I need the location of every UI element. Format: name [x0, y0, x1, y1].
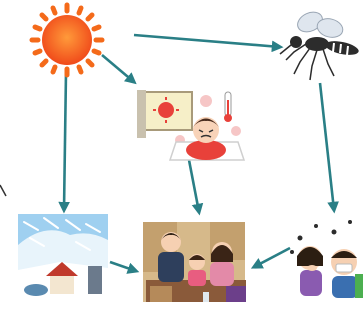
arrow-heatstroke-to-evacuation	[187, 159, 204, 216]
edge-mark	[0, 184, 7, 197]
arrow-snowstorm-to-evacuation	[109, 260, 140, 274]
arrow-sun-to-mosquito	[133, 33, 284, 53]
arrow-mosquito-to-infection	[318, 82, 339, 214]
snowstorm-house-icon	[18, 214, 108, 300]
arrow-layer	[58, 33, 339, 274]
sick-people-icon	[290, 220, 363, 298]
arrow-sun-to-snowstorm	[58, 71, 70, 214]
arrow-sun-to-heatstroke	[101, 54, 137, 85]
heatstroke-icon	[137, 90, 246, 161]
sun-icon	[29, 2, 105, 78]
evacuation-family-icon	[143, 222, 246, 302]
mosquito-icon	[279, 11, 359, 81]
arrow-infection-to-evacuation	[250, 246, 291, 269]
